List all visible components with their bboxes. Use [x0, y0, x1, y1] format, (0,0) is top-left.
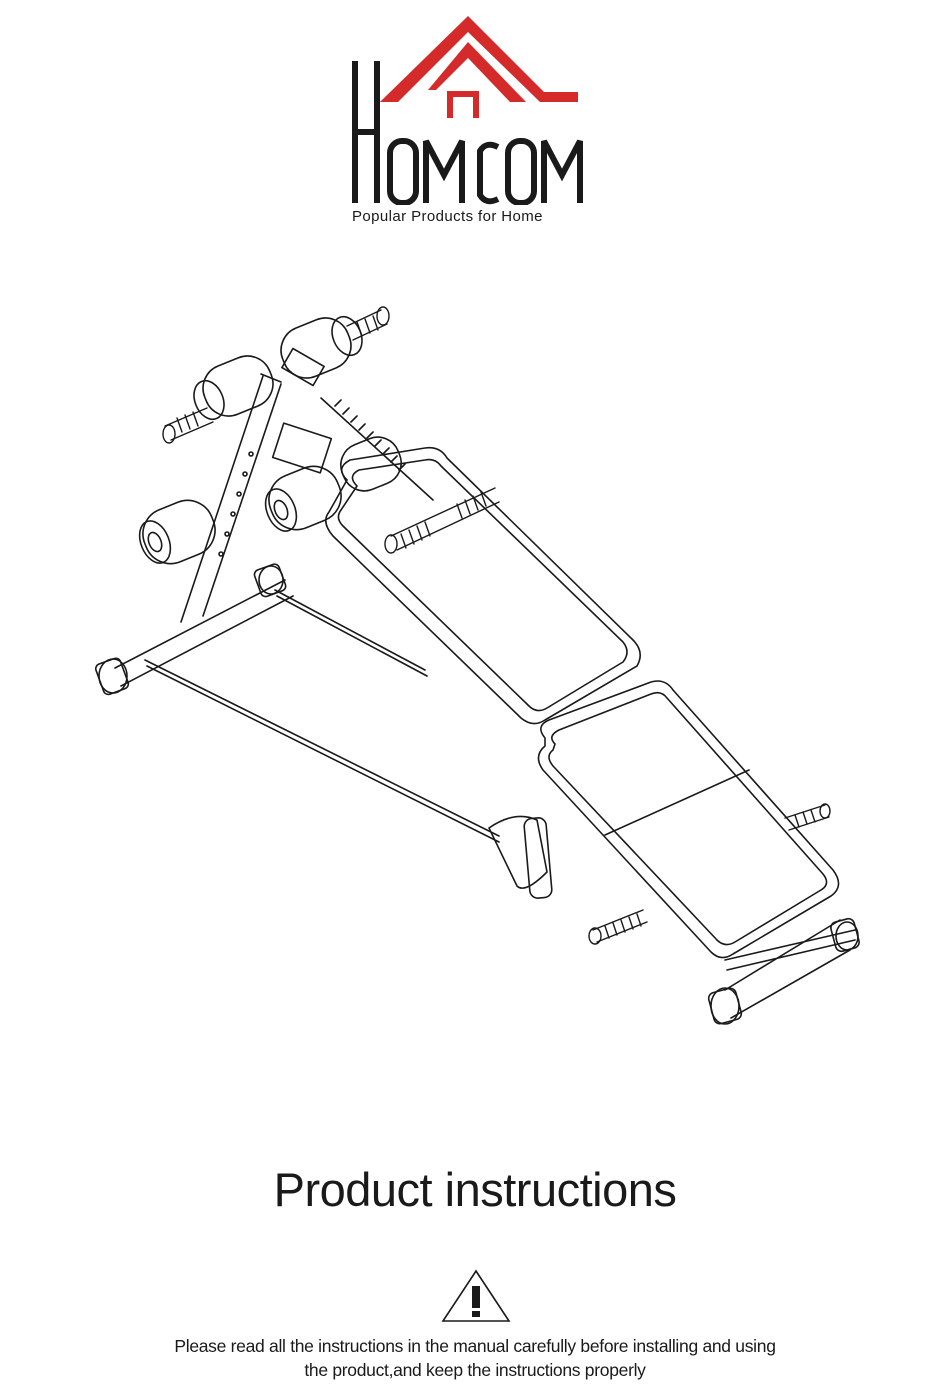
warning-triangle-icon [440, 1268, 512, 1324]
warning-line-2: the product,and keep the instructions pr… [0, 1358, 950, 1382]
warning-line-1: Please read all the instructions in the … [0, 1334, 950, 1358]
brand-tagline: Popular Products for Home [352, 208, 543, 225]
brand-wordmark [340, 55, 590, 205]
warning-notice: Please read all the instructions in the … [0, 1334, 950, 1382]
page-title: Product instructions [0, 1162, 950, 1217]
sit-up-bench-illustration [85, 290, 875, 1050]
brand-logo: Popular Products for Home [340, 10, 590, 235]
